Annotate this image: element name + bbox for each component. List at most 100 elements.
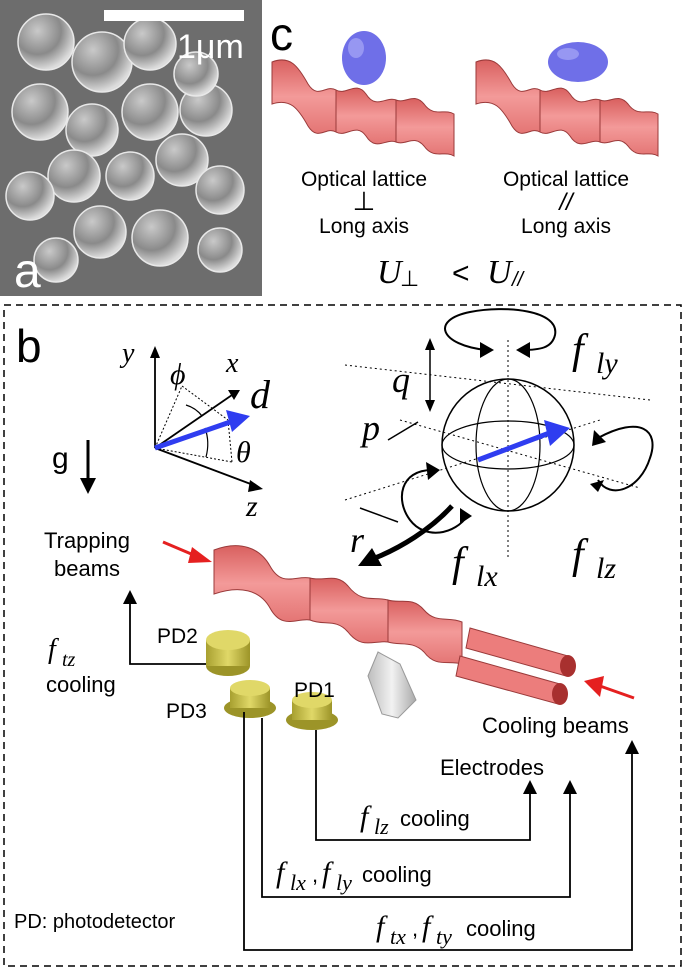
microsphere <box>123 17 177 71</box>
electrode-body <box>367 651 417 719</box>
u-perp-sub: ⊥ <box>400 266 419 291</box>
ftxty-f2: f <box>422 910 434 943</box>
z-label: z <box>245 490 258 523</box>
microsphere <box>5 171 55 221</box>
flz-label: f <box>572 532 589 578</box>
pd1 <box>286 692 338 730</box>
ftxty-feedback-line <box>243 712 633 951</box>
phi-label: ϕ <box>170 358 186 391</box>
panel-a-label: a <box>14 245 41 298</box>
flx-label: f <box>452 540 469 586</box>
less-than: < <box>452 257 470 290</box>
panel-b: b g y x z ϕ θ d <box>3 304 682 967</box>
flxly-f2: f <box>322 856 334 889</box>
microsphere <box>121 83 179 141</box>
cooling-arrowhead <box>584 676 604 697</box>
pd-top <box>206 630 250 650</box>
microsphere <box>33 237 79 283</box>
lattice-perpendicular <box>271 31 455 157</box>
right-lattice-line2: Long axis <box>521 215 611 238</box>
microsphere <box>105 151 155 201</box>
u-perp: U <box>377 254 404 291</box>
y-label: y <box>119 338 135 369</box>
d-label: d <box>250 372 271 417</box>
ellipsoid-highlight <box>557 48 579 60</box>
sphere-vector <box>477 429 553 463</box>
u-parallel-sub: // <box>510 269 526 291</box>
pd2-label: PD2 <box>157 625 198 648</box>
microsphere <box>17 13 75 71</box>
right-lattice-line1: Optical lattice <box>503 168 629 191</box>
guide-line <box>344 364 651 401</box>
trapping-label-line2: beams <box>54 556 120 581</box>
flx-arrowhead <box>426 462 440 480</box>
flx-loop <box>401 469 469 534</box>
right-parallel-symbol: // <box>557 189 575 216</box>
microsphere <box>197 227 243 273</box>
u-parallel: U <box>487 254 514 291</box>
lattice-segment <box>309 577 389 644</box>
lattice-segment <box>335 87 397 145</box>
theta-label: θ <box>236 436 251 469</box>
sem-spheres <box>5 13 245 283</box>
x-label: x <box>225 348 239 379</box>
pd-top <box>292 692 332 708</box>
coordinate-system: y x z ϕ θ d <box>119 338 271 523</box>
microsphere <box>47 149 101 203</box>
ftz-arrowhead <box>123 590 137 604</box>
flz-sub: lz <box>596 552 616 585</box>
fly-arrowhead <box>480 342 494 358</box>
flz-arrowhead <box>590 480 604 492</box>
z-axis <box>154 447 257 487</box>
flxly-comma: , <box>312 862 318 887</box>
pd2 <box>206 630 250 676</box>
flz-loop <box>597 425 654 492</box>
lattice-segment <box>271 59 337 134</box>
x-axis-head <box>228 390 240 400</box>
ftxty-feedback-arrowhead <box>625 740 639 754</box>
flz-cooling-sub: lz <box>374 814 389 839</box>
flxly-cooling: cooling <box>362 862 432 887</box>
panel-a-sem-image: 1μm a <box>0 0 262 298</box>
ftxty-sub2: ty <box>436 924 452 949</box>
curved-arrowhead <box>358 548 382 566</box>
lattice-segment <box>475 59 541 134</box>
flxly-sub2: ly <box>336 870 352 895</box>
flxly-f1: f <box>276 856 288 889</box>
microsphere <box>71 31 133 93</box>
microsphere <box>131 209 189 267</box>
microsphere <box>73 205 127 259</box>
trapping-arrowhead <box>188 547 212 563</box>
projection-line <box>154 385 183 449</box>
p-label: p <box>359 408 380 448</box>
curved-arrow <box>374 504 454 561</box>
sphere-vector-head <box>544 420 570 446</box>
pd-legend: PD: photodetector <box>14 911 176 933</box>
pd1-label: PD1 <box>294 679 335 702</box>
r-label: r <box>350 520 365 560</box>
ftxty-cooling: cooling <box>466 916 536 941</box>
lattice-segment <box>599 98 659 157</box>
ftxty-comma: , <box>412 916 418 941</box>
lattice-segment <box>213 545 311 622</box>
cylinder-end <box>560 655 576 677</box>
p-dimension <box>387 421 419 441</box>
ellipsoid-horizontal <box>548 42 608 82</box>
q-label: q <box>392 360 410 400</box>
panel-c-label: c <box>270 8 293 60</box>
lattice-parallel <box>475 42 659 157</box>
z-axis-head <box>248 480 263 492</box>
scale-bar-label: 1μm <box>177 28 244 66</box>
trap-lattice <box>213 545 576 705</box>
trapping-label-line1: Trapping <box>44 528 130 553</box>
left-lattice-line1: Optical lattice <box>301 168 427 191</box>
gravity-label: g <box>52 442 69 475</box>
pd-top <box>230 680 270 696</box>
flxly-feedback-arrowhead <box>563 780 577 794</box>
fly-label: f <box>572 327 589 373</box>
ftz-sub: tz <box>62 649 76 671</box>
projection-line <box>181 385 229 421</box>
panel-b-border <box>3 304 682 967</box>
r-dimension <box>359 507 399 523</box>
ellipsoid-vertical <box>342 31 386 85</box>
